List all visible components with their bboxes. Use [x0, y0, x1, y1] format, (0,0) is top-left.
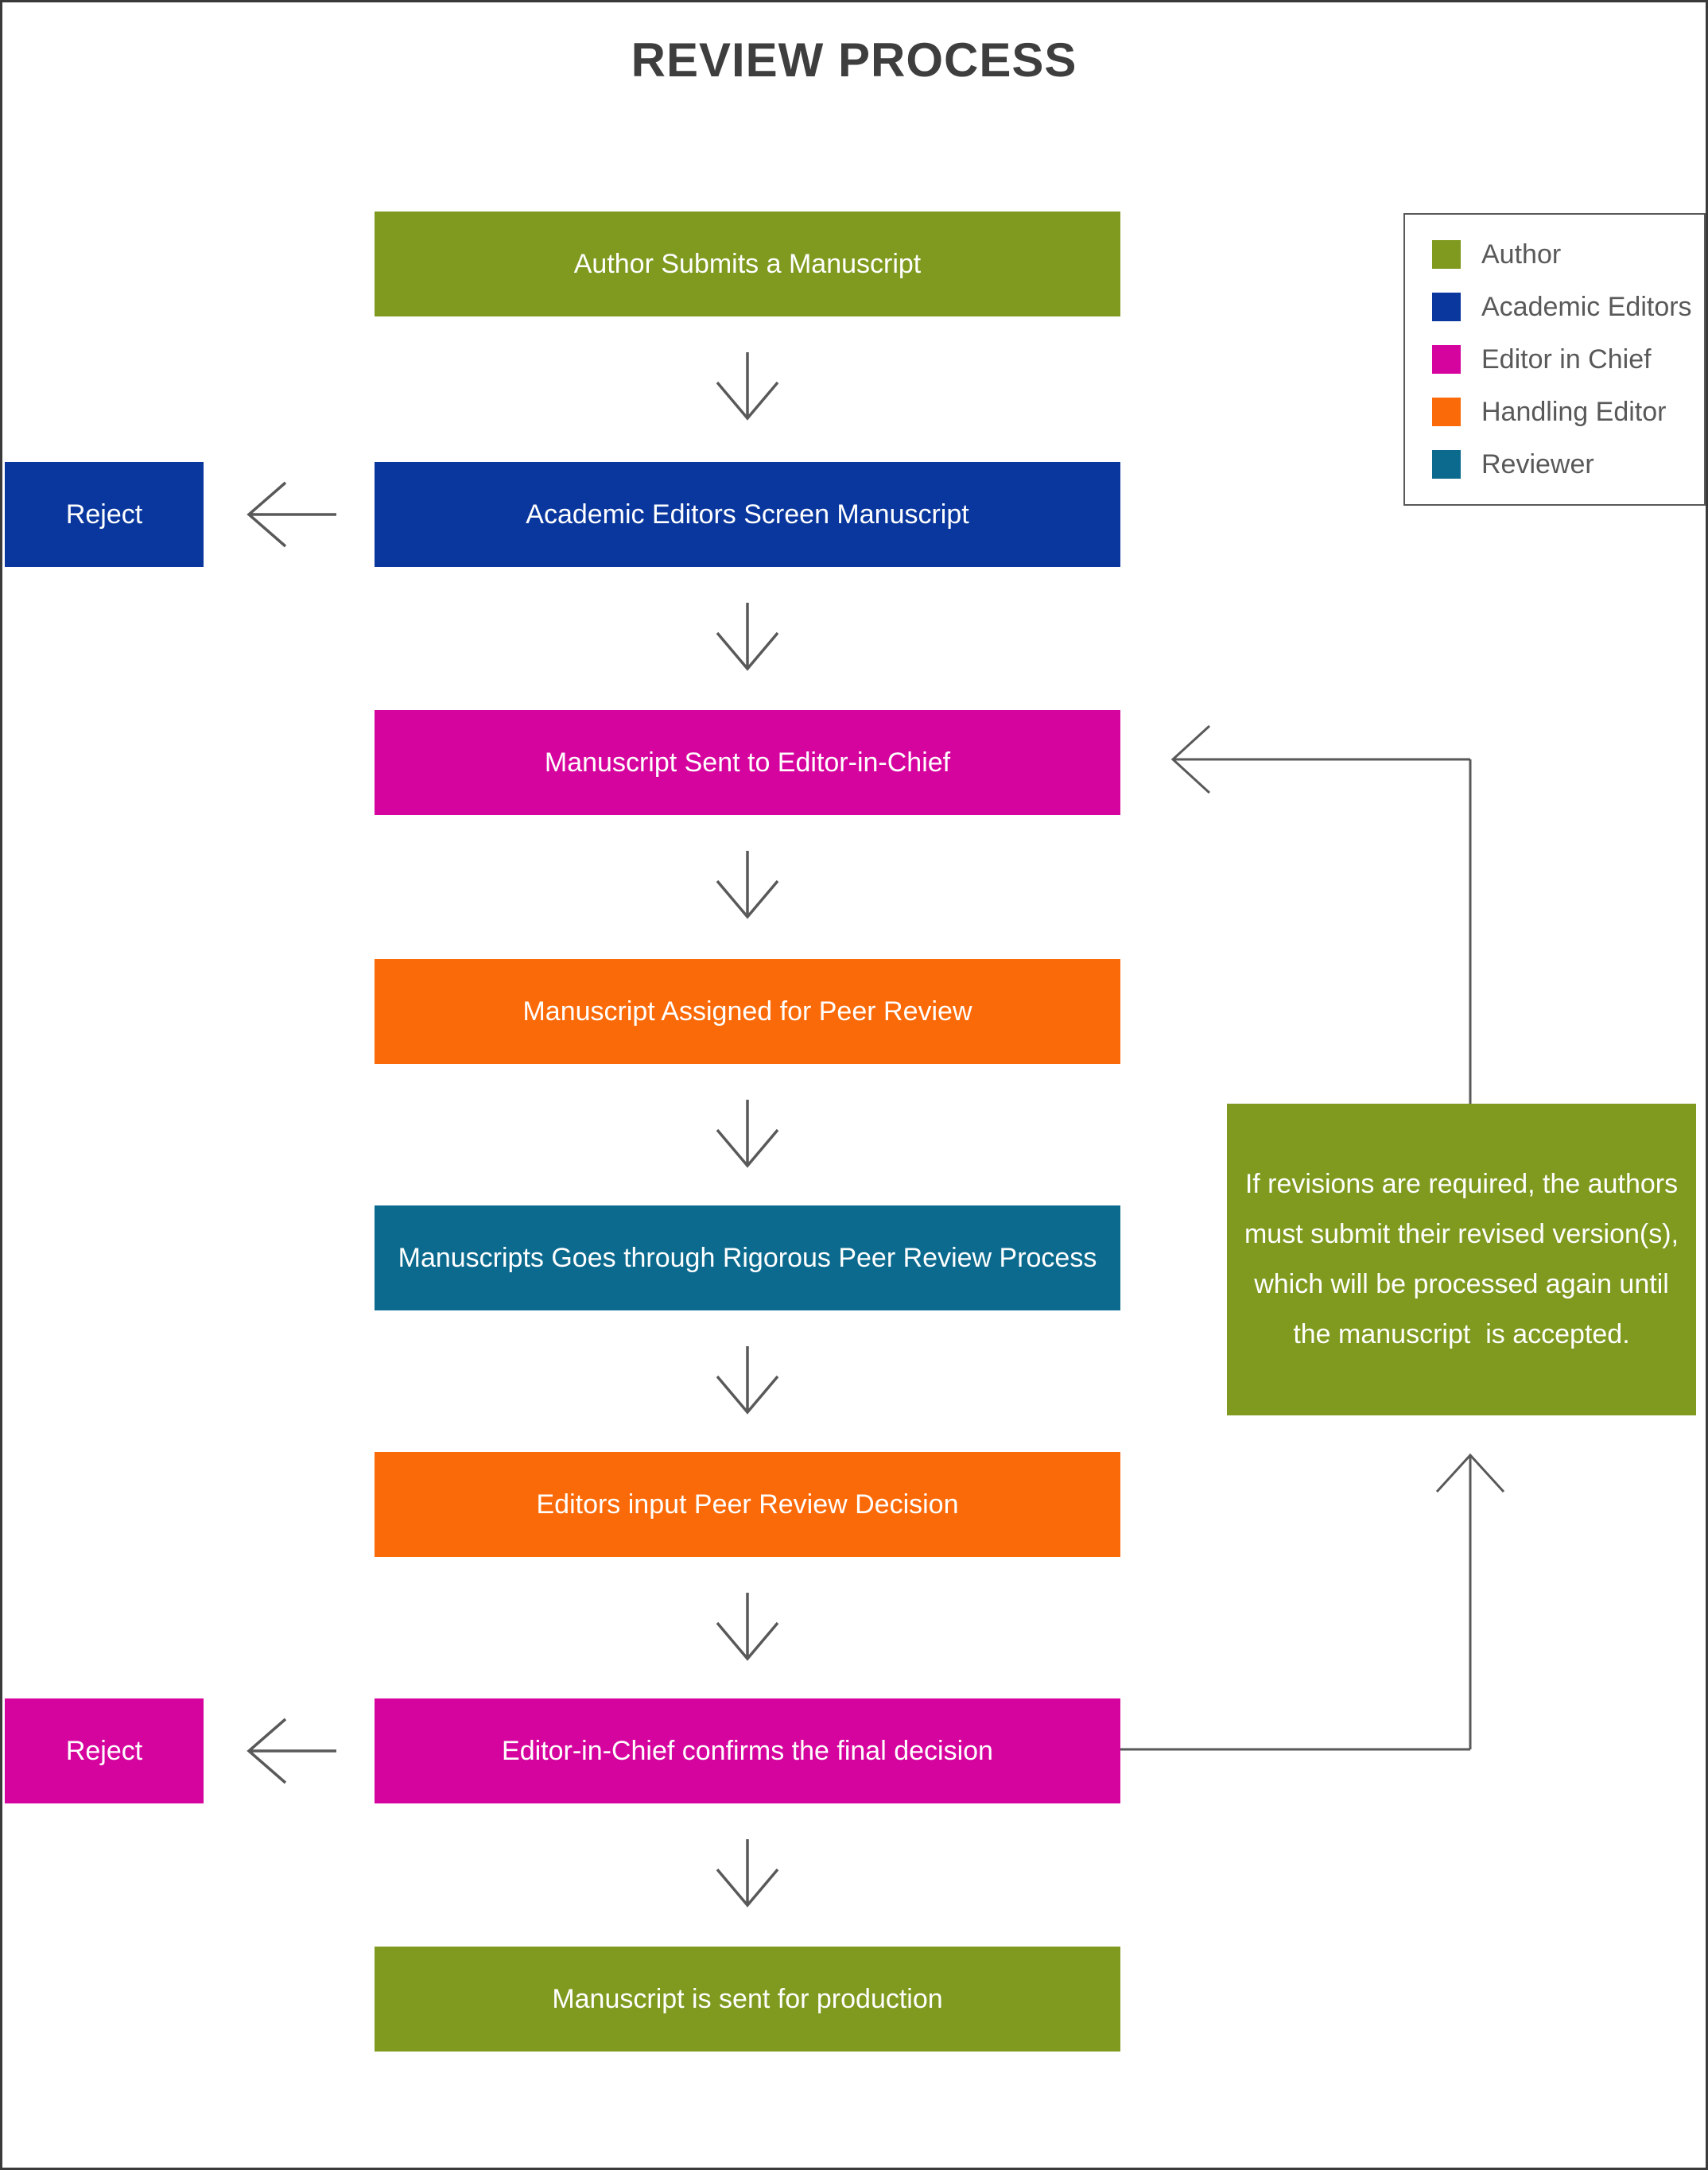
legend-item-author: Author	[1432, 239, 1704, 270]
legend-label: Editor in Chief	[1481, 344, 1652, 375]
arrow-left-icon	[246, 481, 336, 548]
reviewer-color-swatch-icon	[1432, 450, 1461, 479]
arrow-down-icon	[716, 352, 779, 421]
arrow-down-icon	[716, 1593, 779, 1661]
academic-editors-color-swatch-icon	[1432, 293, 1461, 321]
revision-note-line: must submit their revised version(s),	[1244, 1219, 1679, 1249]
step-sent-for-production: Manuscript is sent for production	[375, 1947, 1120, 2052]
arrow-left-icon	[246, 1718, 336, 1784]
revision-note: If revisions are required, the authors m…	[1227, 1104, 1696, 1415]
step-sent-to-editor-in-chief: Manuscript Sent to Editor-in-Chief	[375, 710, 1120, 815]
legend-label: Reviewer	[1481, 448, 1594, 479]
step-editors-input-decision: Editors input Peer Review Decision	[375, 1452, 1120, 1557]
arrow-down-icon	[716, 1839, 779, 1908]
legend-item-editor-in-chief: Editor in Chief	[1432, 344, 1704, 375]
step-academic-editors-screen: Academic Editors Screen Manuscript	[375, 462, 1120, 567]
legend-label: Academic Editors	[1481, 291, 1692, 322]
editor-in-chief-color-swatch-icon	[1432, 345, 1461, 374]
author-color-swatch-icon	[1432, 240, 1461, 269]
arrow-down-icon	[716, 1100, 779, 1168]
legend-item-academic-editors: Academic Editors	[1432, 292, 1704, 323]
step-assigned-for-peer-review: Manuscript Assigned for Peer Review	[375, 959, 1120, 1064]
arrow-down-icon	[716, 1346, 779, 1415]
page-title: REVIEW PROCESS	[631, 33, 1077, 87]
step-eic-confirms-final-decision: Editor-in-Chief confirms the final decis…	[375, 1698, 1120, 1803]
revision-note-line: the manuscript is accepted.	[1293, 1319, 1630, 1349]
reject-box-screening: Reject	[5, 462, 204, 567]
legend-label: Author	[1481, 239, 1562, 270]
legend-item-reviewer: Reviewer	[1432, 449, 1704, 480]
arrow-down-icon	[716, 603, 779, 671]
legend-item-handling-editor: Handling Editor	[1432, 397, 1704, 428]
revision-note-line: If revisions are required, the authors	[1244, 1169, 1679, 1199]
legend-label: Handling Editor	[1481, 396, 1667, 427]
reject-box-final: Reject	[5, 1698, 204, 1803]
revision-note-line: which will be processed again until	[1254, 1269, 1669, 1299]
step-author-submits-manuscript: Author Submits a Manuscript	[375, 212, 1120, 316]
legend: Author Academic Editors Editor in Chief …	[1403, 213, 1706, 506]
arrow-down-icon	[716, 851, 779, 919]
handling-editor-color-swatch-icon	[1432, 398, 1461, 426]
step-rigorous-peer-review: Manuscripts Goes through Rigorous Peer R…	[375, 1205, 1120, 1310]
